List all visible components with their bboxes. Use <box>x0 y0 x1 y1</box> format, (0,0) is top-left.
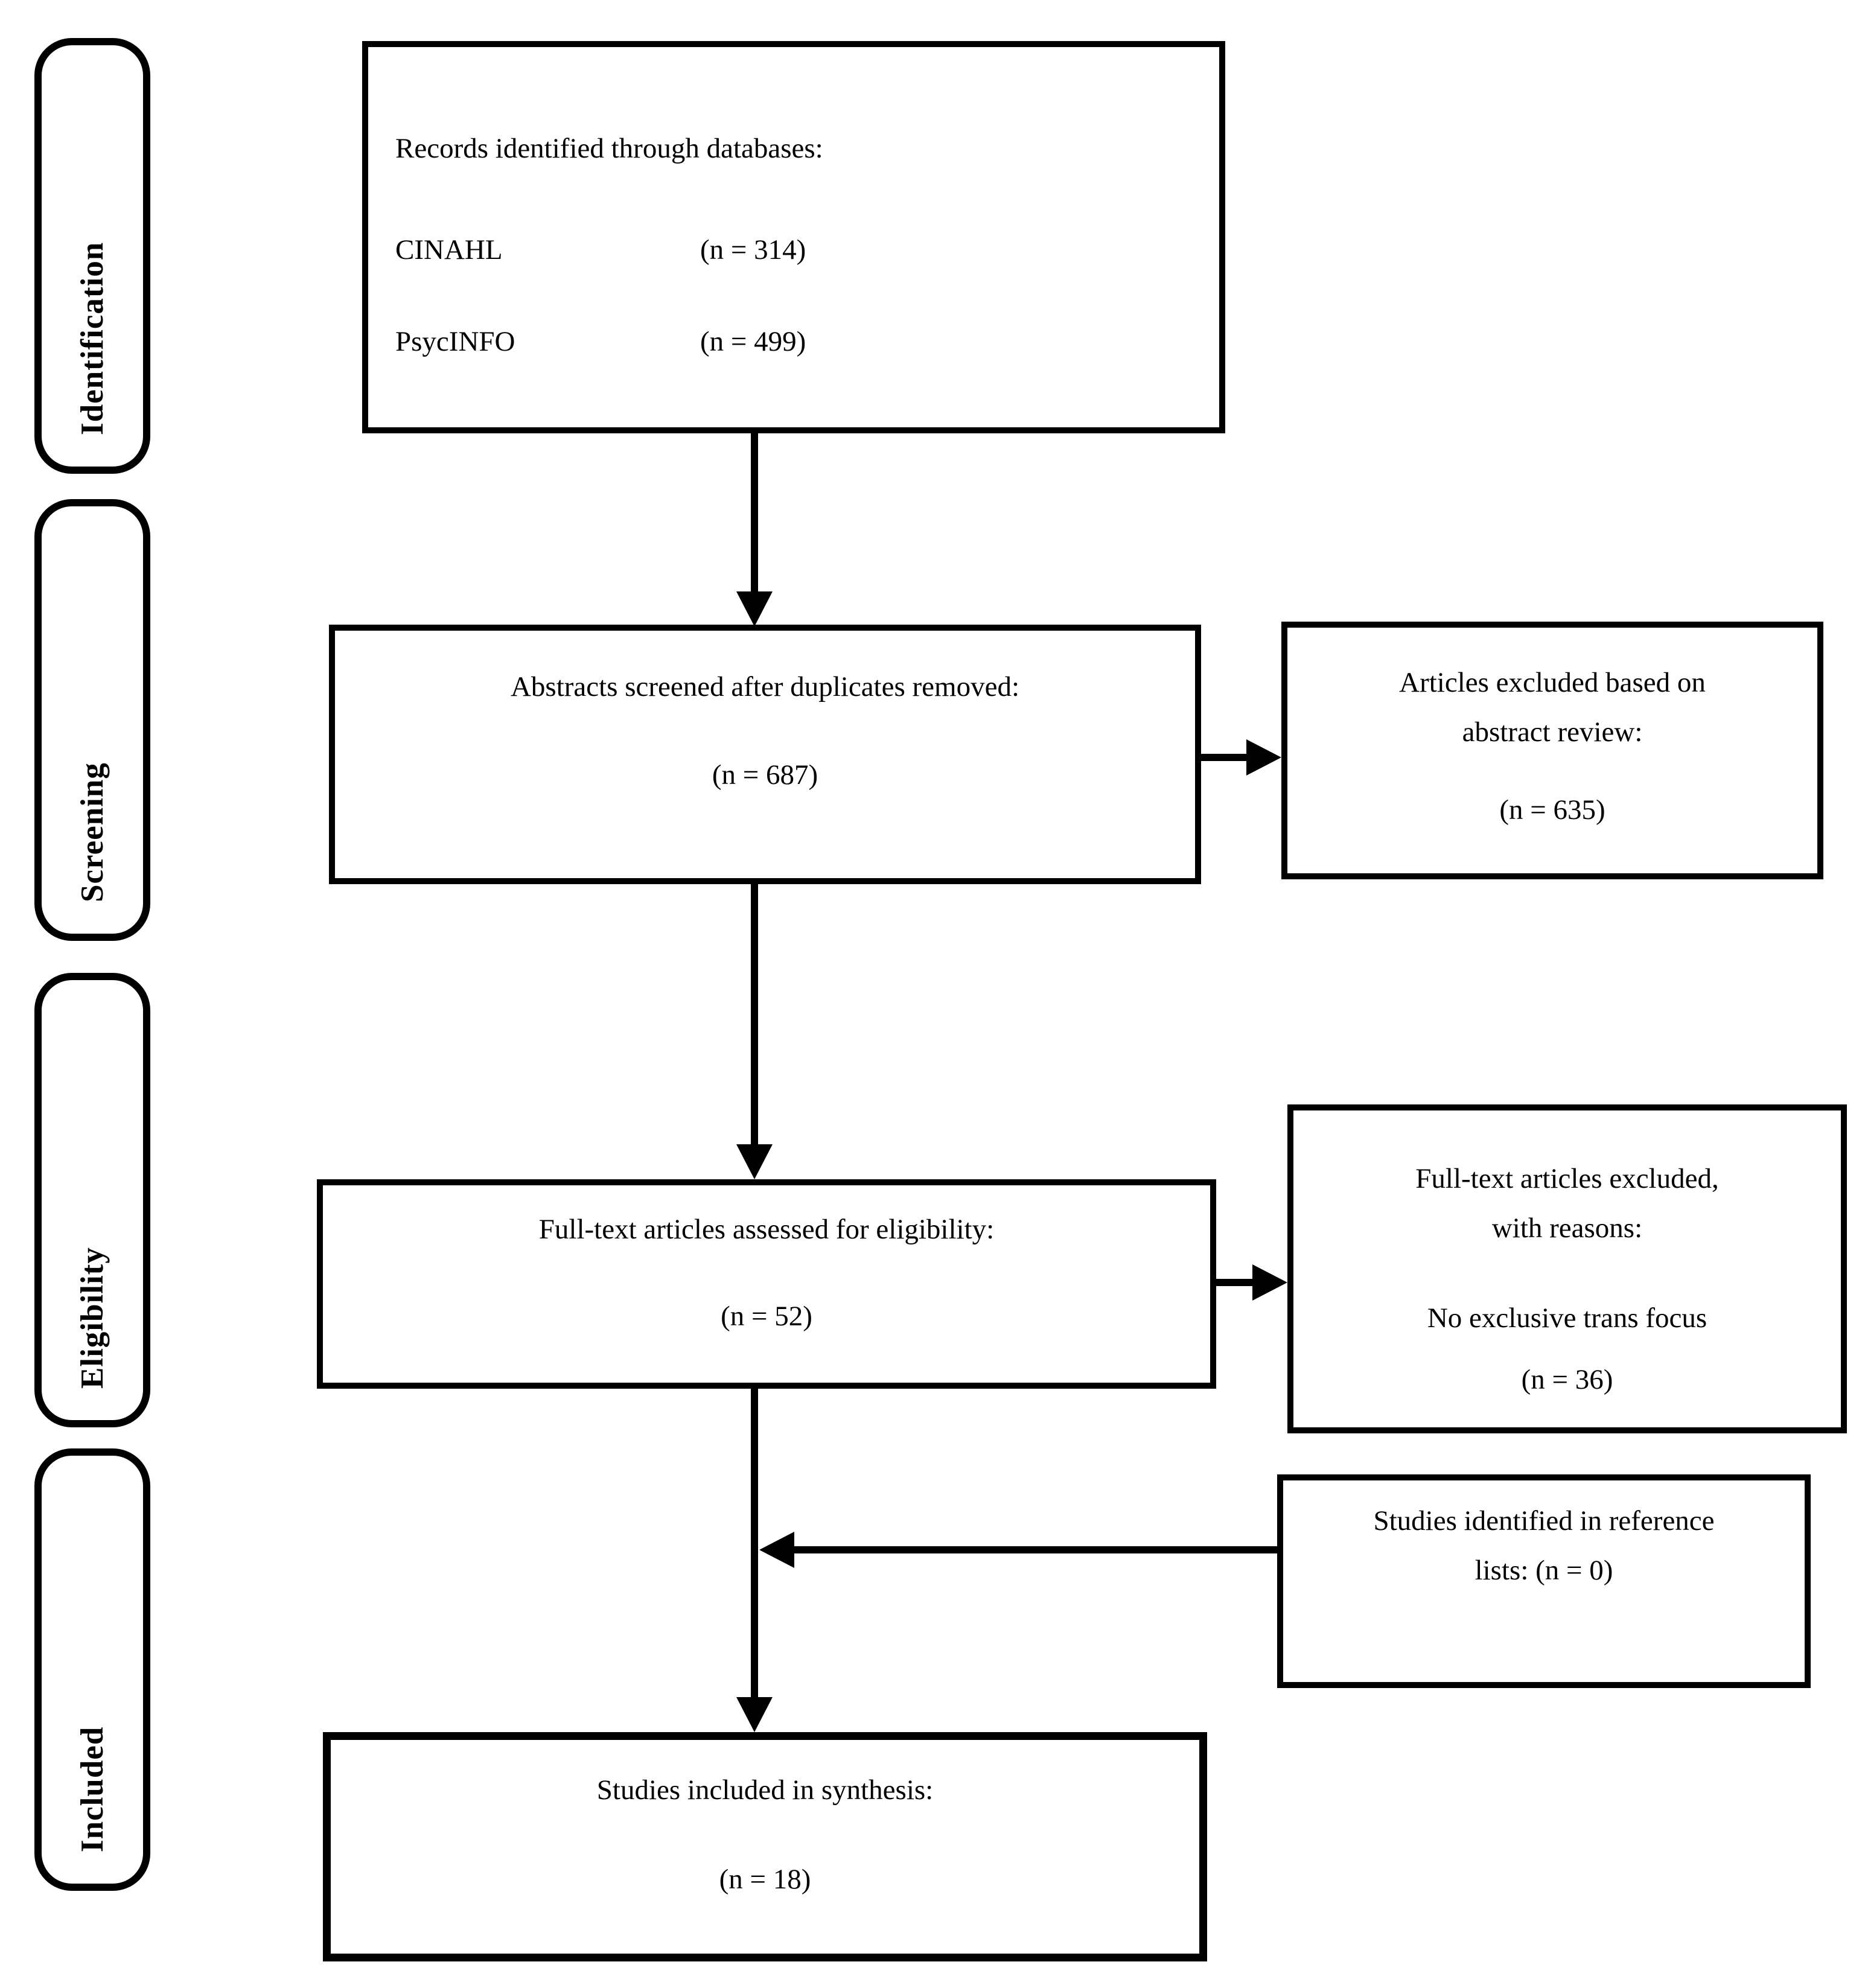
fulltext-excluded-line2: with reasons: <box>1491 1212 1643 1244</box>
abstract-excluded-line1: Articles excluded based on <box>1399 667 1706 698</box>
fulltext-excluded-reason: No exclusive trans focus <box>1427 1302 1707 1334</box>
records-title: Records identified through databases: <box>395 133 823 164</box>
records-source-count: (n = 499) <box>700 325 806 357</box>
stage-box-identification: Identification <box>34 38 150 474</box>
arrow-identification-to-screening-line <box>751 433 758 594</box>
fulltext-excluded-line1: Full-text articles excluded, <box>1415 1163 1719 1194</box>
box-records-identified: Records identified through databases: CI… <box>362 41 1225 433</box>
arrow-down-icon <box>736 591 773 626</box>
abstract-excluded-line2: abstract review: <box>1462 716 1643 748</box>
box-fulltext-excluded: Full-text articles excluded, with reason… <box>1287 1104 1847 1433</box>
arrow-screened-to-excluded-line <box>1201 754 1249 761</box>
stage-label-identification: Identification <box>75 241 110 435</box>
arrow-references-to-flow-line <box>792 1546 1277 1553</box>
box-articles-excluded-abstract-review: Articles excluded based on abstract revi… <box>1281 622 1823 879</box>
stage-label-eligibility: Eligibility <box>75 1247 110 1389</box>
included-count: (n = 18) <box>719 1864 811 1896</box>
records-source-row: PsycINFO (n = 499) <box>395 325 1195 358</box>
screened-count: (n = 687) <box>712 759 818 791</box>
stage-label-screening: Screening <box>75 762 110 902</box>
records-source-row: CINAHL (n = 314) <box>395 233 1195 267</box>
arrow-down-icon <box>736 1697 773 1732</box>
stage-box-included: Included <box>34 1448 150 1891</box>
arrow-left-icon <box>759 1532 794 1568</box>
fulltext-title: Full-text articles assessed for eligibil… <box>538 1214 995 1245</box>
arrow-down-icon <box>736 1144 773 1179</box>
records-source-count: (n = 314) <box>700 234 806 266</box>
records-source-name: PsycINFO <box>395 325 515 357</box>
screened-title: Abstracts screened after duplicates remo… <box>510 671 1020 702</box>
box-studies-included: Studies included in synthesis: (n = 18) <box>323 1732 1207 1961</box>
references-line2: lists: (n = 0) <box>1474 1555 1613 1586</box>
stage-box-screening: Screening <box>34 499 150 941</box>
arrow-screening-to-eligibility-line <box>751 884 758 1147</box>
arrow-right-icon <box>1246 739 1281 776</box>
box-abstracts-screened: Abstracts screened after duplicates remo… <box>329 625 1201 884</box>
box-reference-lists: Studies identified in reference lists: (… <box>1277 1474 1811 1688</box>
references-line1: Studies identified in reference <box>1373 1505 1715 1537</box>
arrow-fulltext-to-excluded-line <box>1216 1279 1255 1286</box>
stage-box-eligibility: Eligibility <box>34 973 150 1427</box>
arrow-eligibility-to-included-line <box>751 1389 758 1700</box>
references-text: Studies identified in reference lists: (… <box>1283 1496 1805 1595</box>
fulltext-count: (n = 52) <box>721 1301 812 1333</box>
fulltext-excluded-text: Full-text articles excluded, with reason… <box>1293 1154 1841 1253</box>
included-title: Studies included in synthesis: <box>596 1774 934 1806</box>
abstract-excluded-count: (n = 635) <box>1499 794 1605 826</box>
records-source-name: CINAHL <box>395 234 503 266</box>
abstract-excluded-text: Articles excluded based on abstract revi… <box>1287 658 1817 757</box>
stage-label-included: Included <box>75 1726 110 1852</box>
box-fulltext-assessed: Full-text articles assessed for eligibil… <box>317 1179 1216 1389</box>
fulltext-excluded-count: (n = 36) <box>1521 1364 1613 1396</box>
arrow-right-icon <box>1252 1264 1287 1301</box>
